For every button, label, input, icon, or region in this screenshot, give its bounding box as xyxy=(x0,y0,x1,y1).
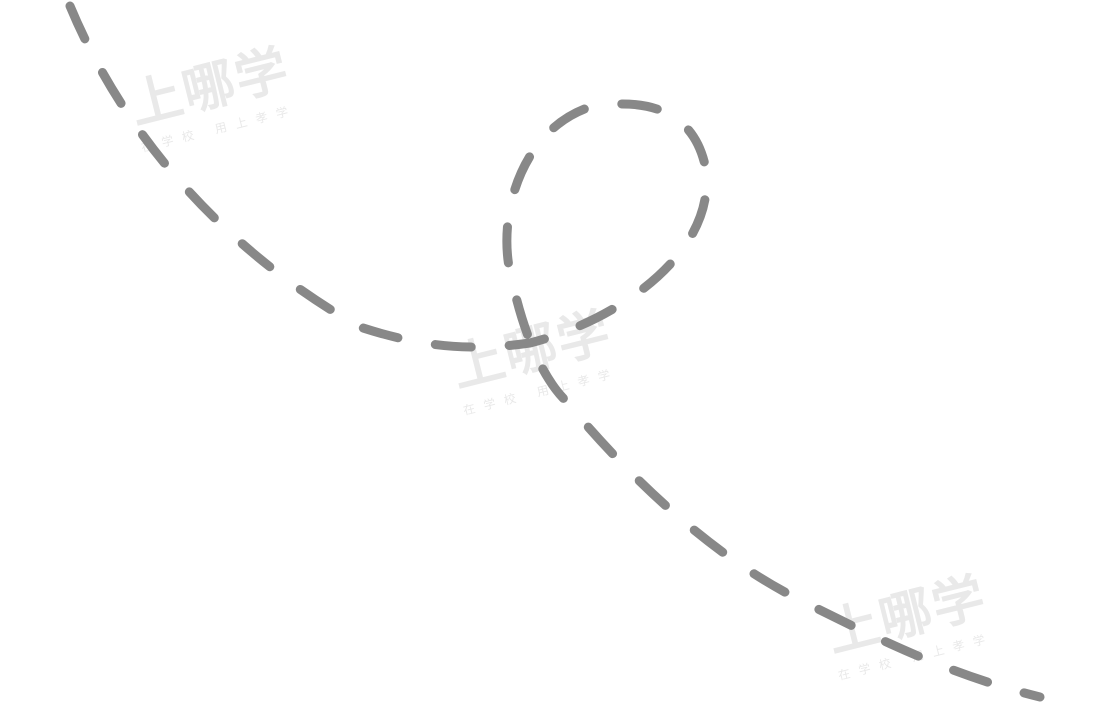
dashed-loop-path xyxy=(65,1,1045,702)
